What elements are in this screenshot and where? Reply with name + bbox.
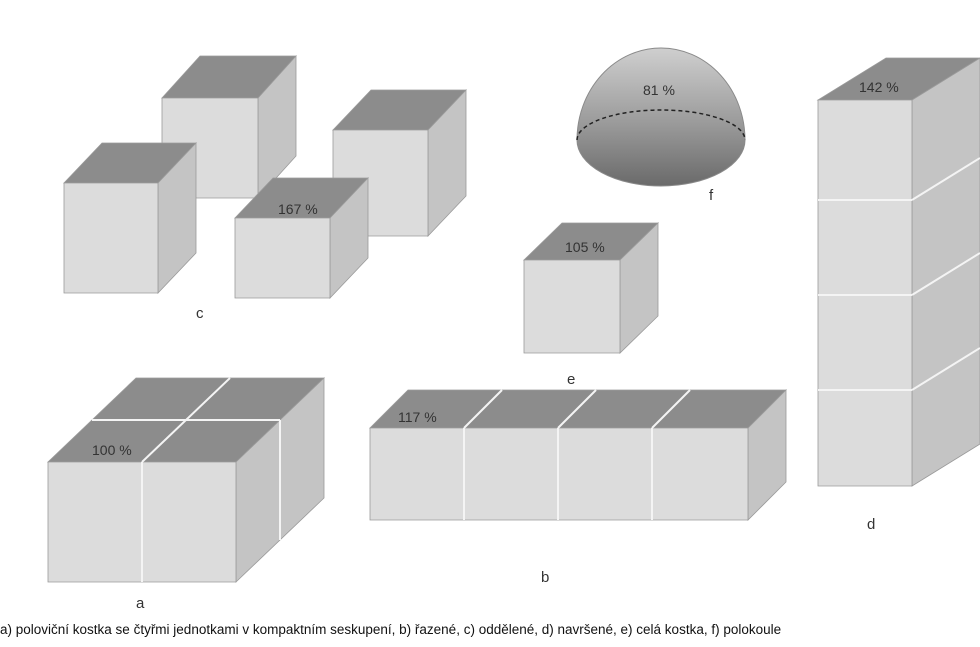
group-f-percent: 81 % <box>643 82 675 98</box>
group-e-letter: e <box>567 371 575 388</box>
group-d-stacked-cubes <box>816 57 980 487</box>
cube-c3-front-face <box>63 182 159 294</box>
group-e-whole-cube <box>523 222 659 354</box>
group-b-percent: 117 % <box>398 409 437 425</box>
figure-caption: a) poloviční kostka se čtyřmi jednotkami… <box>0 622 782 637</box>
group-f-hemisphere <box>576 47 746 187</box>
group-d-percent: 142 % <box>859 79 899 95</box>
row-b-top-divider-2 <box>557 389 597 429</box>
group-d-letter: d <box>867 516 875 533</box>
stack-d-side-divider-3 <box>911 347 980 391</box>
cube-c4-front-face <box>234 217 331 299</box>
group-a-compact-half-cubes <box>47 377 325 583</box>
stack-d-front-face <box>817 99 913 487</box>
group-c-percent: 167 % <box>278 201 318 217</box>
group-c-separated-cubes <box>63 54 467 300</box>
stack-d-side-divider-2 <box>911 252 980 296</box>
row-b-top-divider-3 <box>651 389 691 429</box>
group-f-letter: f <box>709 187 714 204</box>
stack-d-side-face <box>911 57 980 487</box>
cube-e-front-face <box>523 259 621 354</box>
stack-d-side-divider-1 <box>911 157 980 201</box>
group-b-letter: b <box>541 569 549 586</box>
group-e-percent: 105 % <box>565 239 605 255</box>
group-b-row-of-cubes <box>369 389 787 521</box>
group-a-letter: a <box>136 595 145 612</box>
group-a-percent: 100 % <box>92 442 132 458</box>
hemisphere-shape <box>576 47 746 187</box>
hemisphere-equator-dashed <box>576 109 746 141</box>
row-b-top-divider-1 <box>463 389 503 429</box>
group-c-letter: c <box>196 305 204 322</box>
